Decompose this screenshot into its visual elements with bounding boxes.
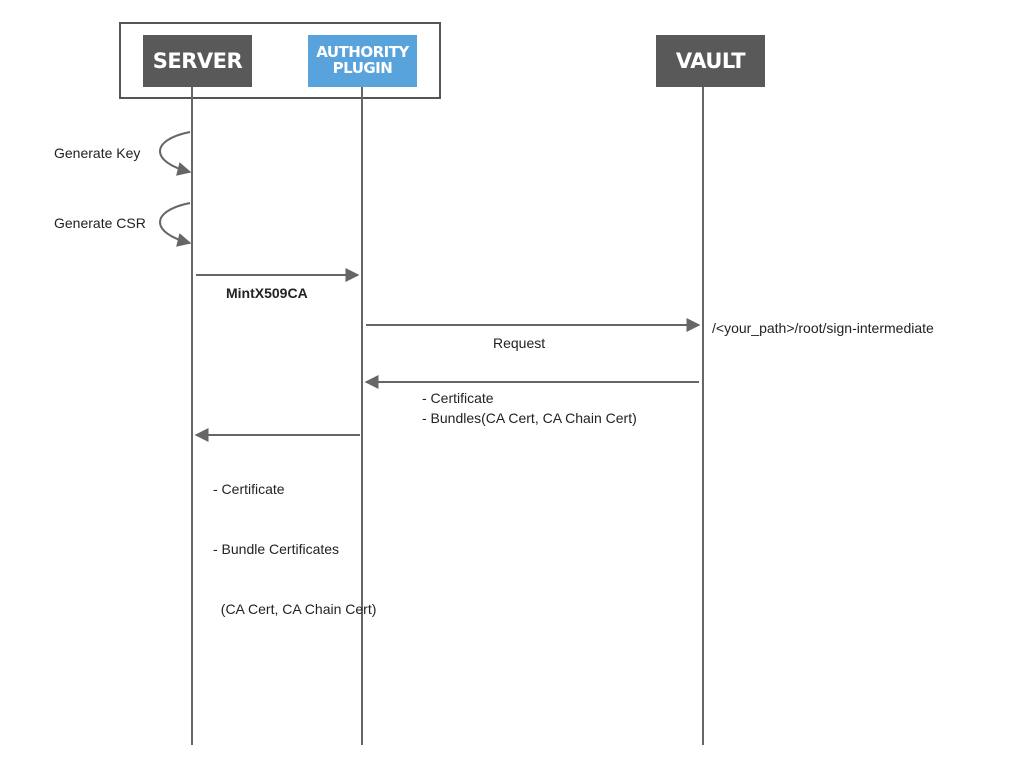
vault-response-line: - Certificate: [422, 390, 494, 406]
vault-response-line: - Bundles(CA Cert, CA Chain Cert): [422, 410, 637, 426]
plugin-response-line: - Certificate: [213, 481, 285, 497]
actor-vault-label: VAULT: [675, 48, 746, 73]
vault-path-label: /<your_path>/root/sign-intermediate: [712, 320, 934, 336]
request-label: Request: [493, 335, 546, 351]
actor-plugin-label-line1: AUTHORITY: [316, 43, 409, 62]
plugin-response-label: - Certificate - Bundle Certificates (CA …: [213, 439, 376, 639]
actor-vault: VAULT: [656, 35, 765, 87]
generate-key-loop-arrow: [159, 131, 192, 176]
actor-plugin-label-line2: PLUGIN: [332, 59, 393, 77]
actor-authority-plugin: AUTHORITY PLUGIN: [308, 35, 417, 87]
generate-csr-label: Generate CSR: [54, 215, 146, 231]
plugin-response-line: (CA Cert, CA Chain Cert): [213, 601, 377, 617]
generate-key-label: Generate Key: [54, 145, 141, 161]
vault-response-label: - Certificate - Bundles(CA Cert, CA Chai…: [422, 388, 637, 428]
generate-csr-loop-arrow: [159, 202, 192, 247]
mint-label: MintX509CA: [226, 285, 308, 301]
plugin-response-line: - Bundle Certificates: [213, 541, 340, 557]
actor-server-label: SERVER: [152, 48, 243, 73]
actor-server: SERVER: [143, 35, 252, 87]
actor-group-frame: [119, 22, 441, 99]
